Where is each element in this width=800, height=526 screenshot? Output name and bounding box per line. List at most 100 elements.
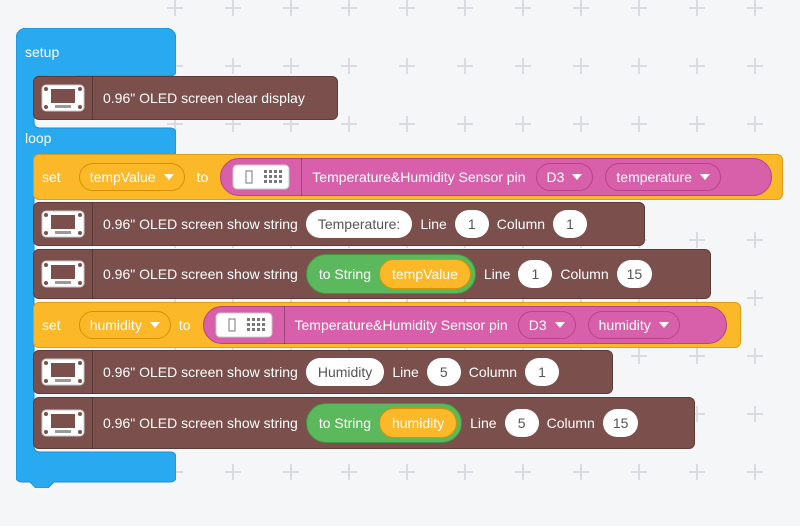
column-input[interactable]: 1 <box>525 358 560 386</box>
setup-loop-block[interactable] <box>16 28 176 488</box>
grid-plus-mark <box>747 0 763 16</box>
oled-module-icon <box>34 350 93 394</box>
grid-plus-mark <box>747 232 763 248</box>
grid-plus-mark <box>457 0 473 16</box>
grid-plus-mark <box>515 116 531 132</box>
line-input[interactable]: 5 <box>426 358 461 386</box>
line-input[interactable]: 5 <box>504 409 539 437</box>
sensor-label: Temperature&Humidity Sensor pin <box>312 169 526 185</box>
oled-clear-label: 0.96" OLED screen clear display <box>103 90 305 106</box>
loop-label: loop <box>25 130 52 146</box>
pin-dropdown[interactable]: D3 <box>517 311 576 339</box>
grid-plus-mark <box>515 464 531 480</box>
grid-plus-mark <box>225 464 241 480</box>
set-word: set <box>42 317 61 333</box>
sensor-label: Temperature&Humidity Sensor pin <box>294 317 508 333</box>
variable-name: tempValue <box>89 169 156 185</box>
show-string-label: 0.96" OLED screen show string <box>103 415 298 431</box>
line-input[interactable]: 1 <box>454 210 489 238</box>
pin-value: D3 <box>546 169 565 185</box>
grid-plus-mark <box>747 464 763 480</box>
grid-plus-mark <box>341 464 357 480</box>
setup-label: setup <box>25 44 60 60</box>
pin-value: D3 <box>528 317 547 333</box>
oled-clear-display-block[interactable]: 0.96" OLED screen clear display <box>33 76 338 120</box>
caret-down-icon <box>658 322 669 328</box>
oled-module-icon <box>34 76 93 120</box>
grid-plus-mark <box>573 464 589 480</box>
pin-dropdown[interactable]: D3 <box>535 163 594 191</box>
column-word: Column <box>496 216 546 232</box>
grid-plus-mark <box>631 58 647 74</box>
grid-plus-mark <box>341 0 357 16</box>
variable-reporter-tempvalue[interactable]: tempValue <box>378 259 471 289</box>
column-input[interactable]: 15 <box>602 409 639 437</box>
grid-plus-mark <box>689 464 705 480</box>
grid-plus-mark <box>747 58 763 74</box>
grid-plus-mark <box>341 58 357 74</box>
column-word: Column <box>468 364 518 380</box>
grid-plus-mark <box>631 464 647 480</box>
oled-module-icon <box>34 397 93 449</box>
show-string-label: 0.96" OLED screen show string <box>103 364 298 380</box>
oled-show-string-block-3[interactable]: 0.96" OLED screen show string Humidity L… <box>33 350 613 394</box>
caret-down-icon <box>163 174 174 180</box>
grid-plus-mark <box>747 116 763 132</box>
variable-name: humidity <box>89 317 142 333</box>
grid-plus-mark <box>689 116 705 132</box>
mode-dropdown[interactable]: humidity <box>587 311 680 339</box>
sensor-module-icon <box>204 306 285 344</box>
grid-plus-mark <box>515 0 531 16</box>
to-word: to <box>196 169 209 185</box>
grid-plus-mark <box>631 348 647 364</box>
grid-plus-mark <box>689 58 705 74</box>
column-word: Column <box>546 415 595 431</box>
oled-show-string-block-4[interactable]: 0.96" OLED screen show string to String … <box>33 397 695 449</box>
to-string-reporter[interactable]: to String humidity <box>305 403 463 443</box>
grid-plus-mark <box>399 116 415 132</box>
string-input[interactable]: Temperature: <box>305 210 413 238</box>
grid-plus-mark <box>573 58 589 74</box>
grid-plus-mark <box>167 0 183 16</box>
variable-reporter-humidity[interactable]: humidity <box>378 408 458 438</box>
grid-plus-mark <box>573 116 589 132</box>
string-input[interactable]: Humidity <box>305 358 385 386</box>
set-word: set <box>42 169 61 185</box>
caret-down-icon <box>699 174 710 180</box>
line-input[interactable]: 1 <box>518 260 553 288</box>
grid-plus-mark <box>631 116 647 132</box>
caret-down-icon <box>149 322 160 328</box>
column-input[interactable]: 15 <box>616 260 653 288</box>
grid-plus-mark <box>341 116 357 132</box>
oled-show-string-block-1[interactable]: 0.96" OLED screen show string Temperatur… <box>33 202 645 246</box>
grid-plus-mark <box>457 58 473 74</box>
grid-plus-mark <box>399 0 415 16</box>
grid-plus-mark <box>747 290 763 306</box>
oled-module-icon <box>34 202 93 246</box>
temp-humidity-sensor-reporter[interactable]: Temperature&Humidity Sensor pin D3 humid… <box>202 306 727 344</box>
grid-plus-mark <box>689 348 705 364</box>
line-word: Line <box>392 364 419 380</box>
variable-dropdown-humidity[interactable]: humidity <box>78 311 171 339</box>
caret-down-icon <box>554 322 565 328</box>
mode-value: humidity <box>598 317 651 333</box>
line-word: Line <box>420 216 447 232</box>
variable-dropdown-tempvalue[interactable]: tempValue <box>78 163 185 191</box>
grid-plus-mark <box>399 464 415 480</box>
grid-plus-mark <box>283 58 299 74</box>
oled-show-string-block-2[interactable]: 0.96" OLED screen show string to String … <box>33 249 711 299</box>
show-string-label: 0.96" OLED screen show string <box>103 216 298 232</box>
to-string-reporter[interactable]: to String tempValue <box>305 254 476 294</box>
grid-plus-mark <box>573 0 589 16</box>
set-tempvalue-block[interactable]: set tempValue to Temperature&Humidity Se… <box>33 154 783 200</box>
sensor-module-icon <box>221 158 303 196</box>
oled-module-icon <box>34 249 93 299</box>
to-string-label: to String <box>318 415 371 431</box>
caret-down-icon <box>572 174 583 180</box>
mode-dropdown[interactable]: temperature <box>605 163 721 191</box>
column-input[interactable]: 1 <box>553 210 588 238</box>
grid-plus-mark <box>283 464 299 480</box>
set-humidity-block[interactable]: set humidity to Temperature&Humidity Sen… <box>33 302 741 348</box>
line-word: Line <box>470 415 497 431</box>
temp-humidity-sensor-reporter[interactable]: Temperature&Humidity Sensor pin D3 tempe… <box>220 158 773 196</box>
